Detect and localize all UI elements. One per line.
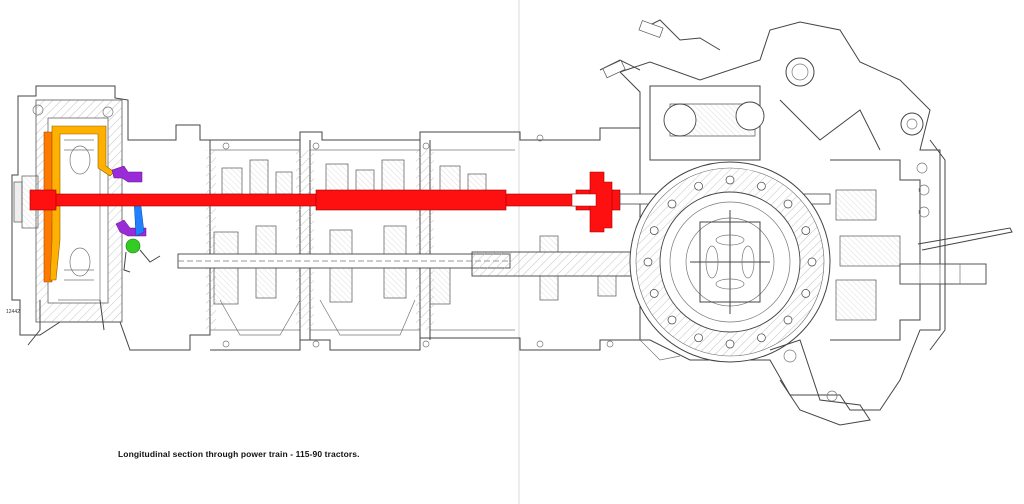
lower-linkage <box>639 339 871 426</box>
rear-pto-output <box>830 139 1013 351</box>
ring-gear-bolt <box>649 226 659 235</box>
ring-gear-bolt <box>757 333 766 343</box>
rear-axle-housing <box>619 21 941 411</box>
ring-gear-bolt <box>801 226 811 235</box>
figure-caption: Longitudinal section through power train… <box>118 449 360 459</box>
upper-gear-cluster <box>221 159 487 195</box>
ring-gear-bolt <box>783 199 793 209</box>
housing-bolts <box>222 134 614 348</box>
ring-gear-bolt <box>667 315 677 325</box>
countershaft <box>177 225 643 305</box>
clutch-housing <box>11 85 211 351</box>
ring-gear-bolt <box>667 199 677 209</box>
drawing-reference-number: 12442 <box>6 309 20 315</box>
detent-ball <box>125 238 141 254</box>
hydraulic-lift-assembly <box>599 19 924 161</box>
ring-gear-bolt <box>694 181 703 191</box>
selector-linkage <box>111 165 143 183</box>
ring-gear-bolts <box>643 175 817 349</box>
ring-gear-bolt <box>725 339 735 349</box>
ring-gear-bolt <box>807 257 817 267</box>
ring-gear-bolt <box>757 181 766 191</box>
ring-gear-bolt <box>643 257 653 267</box>
clutch-release-lever <box>49 125 115 281</box>
main-input-shaft <box>29 171 621 233</box>
ring-gear-bolt <box>783 315 793 325</box>
ring-gear-bolt <box>694 333 703 343</box>
ring-gear-bolt <box>801 289 811 298</box>
ring-gear-bolt <box>725 175 735 185</box>
ring-gear-bolt <box>649 289 659 298</box>
